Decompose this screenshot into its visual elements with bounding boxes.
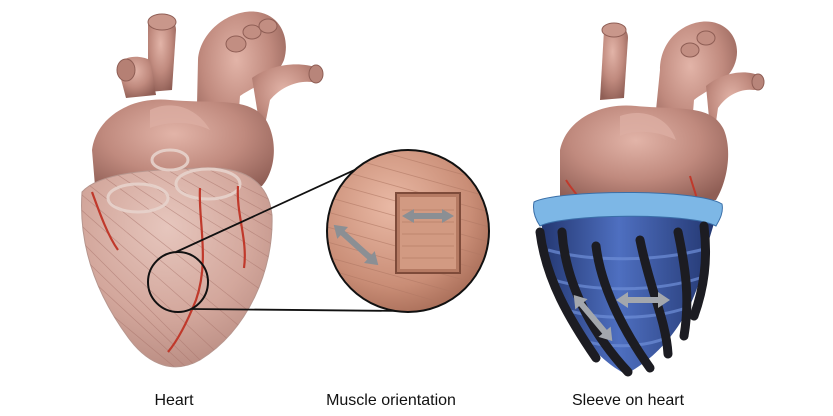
- fiber-direction-arrow-diagonal: [333, 224, 379, 266]
- fiber-direction-arrow-horizontal: [402, 209, 454, 223]
- caption-sleeve-on-heart: Sleeve on heart: [571, 392, 685, 409]
- soft-robotic-sleeve: [533, 192, 723, 377]
- heart-right: [533, 21, 765, 377]
- pulmonary-artery-right: [706, 72, 763, 150]
- sleeve-rim: [533, 192, 723, 227]
- sleeve-body: [538, 198, 718, 374]
- zoom-line-bottom: [191, 308, 405, 312]
- caption-muscle-orientation: Muscle orientation: [326, 392, 456, 409]
- valve-rings: [106, 148, 242, 214]
- coronary-arteries-left: [90, 185, 246, 353]
- pulmonary-artery-left: [252, 64, 323, 140]
- sleeve-arrow-horizontal: [616, 292, 670, 308]
- sleeve-arrow-diagonal: [573, 295, 613, 341]
- caption-heart: Heart: [154, 392, 194, 409]
- muscle-zoom: [326, 149, 490, 313]
- atria-right: [560, 105, 729, 206]
- vena-cava-left: [148, 17, 176, 92]
- vena-cava-right: [600, 25, 628, 100]
- heart-left: [81, 11, 324, 368]
